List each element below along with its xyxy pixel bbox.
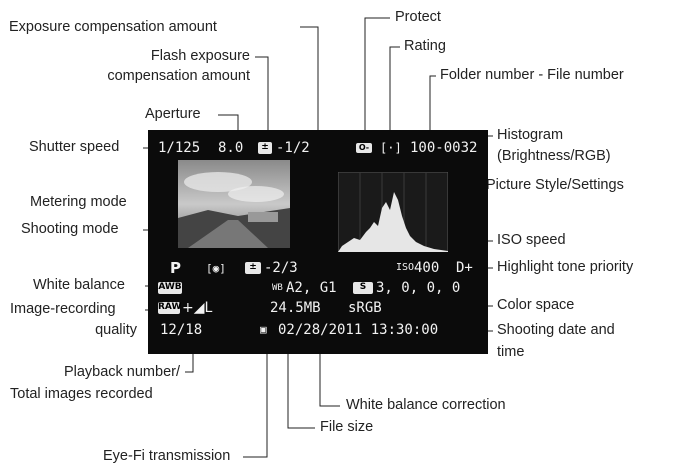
label-histogram-line1: Histogram [497, 127, 564, 143]
label-aperture: Aperture [145, 106, 201, 122]
shutter-speed-value: 1/125 [158, 140, 201, 156]
photo-thumbnail [178, 160, 290, 248]
eyefi-icon: ▣ [260, 323, 267, 336]
label-file-size: File size [320, 419, 374, 435]
label-picture-style: Picture Style/Settings [486, 177, 624, 193]
flash-comp-icon: ± [245, 262, 261, 274]
label-eyefi: Eye-Fi transmission [103, 448, 231, 464]
label-datetime-line2: time [497, 344, 525, 360]
label-quality-line2: quality [95, 322, 137, 338]
quality-value: +◢L [182, 300, 213, 316]
highlight-tone-value: D+ [456, 260, 473, 276]
playback-number: 12/18 [160, 322, 203, 338]
label-shooting-mode: Shooting mode [21, 221, 119, 237]
label-datetime-line1: Shooting date and [497, 322, 615, 338]
file-size-value: 24.5MB [270, 300, 321, 316]
aperture-value: 8.0 [218, 140, 244, 156]
shooting-datetime: 02/28/2011 13:30:00 [278, 322, 439, 338]
label-protect: Protect [395, 9, 441, 25]
label-exposure-compensation: Exposure compensation amount [9, 19, 217, 35]
label-metering-mode: Metering mode [30, 194, 127, 210]
wb-shift-prefix: WB [272, 283, 283, 293]
metering-mode-icon: [◉] [206, 262, 226, 275]
label-shutter-speed: Shutter speed [29, 139, 120, 155]
picture-style-settings: 3, 0, 0, 0 [376, 280, 461, 296]
label-histogram-line2: (Brightness/RGB) [497, 148, 611, 164]
raw-icon: RAW [158, 302, 182, 314]
label-folder-file: Folder number - File number [440, 67, 624, 83]
label-flash-comp-line1: Flash exposure [150, 48, 250, 64]
exposure-comp-value: -1/2 [276, 140, 310, 156]
iso-value: 400 [414, 260, 440, 276]
label-rating: Rating [404, 38, 446, 54]
exposure-comp-icon: ± [258, 142, 272, 154]
histogram-graph [338, 172, 448, 252]
label-flash-comp-line2: compensation amount [107, 68, 250, 84]
camera-lcd-screen: 1/125 8.0 ± -1/2 O- [·] 100-0032 [148, 130, 488, 354]
shooting-mode-value: P [170, 259, 181, 277]
label-highlight-tone: Highlight tone priority [497, 259, 634, 275]
picture-style-icon: S [353, 282, 373, 294]
label-white-balance: White balance [33, 277, 125, 293]
rating-icon: [·] [380, 141, 402, 155]
protect-icon: O- [356, 143, 372, 153]
label-wb-correction: White balance correction [346, 397, 506, 413]
awb-icon: AWB [158, 282, 182, 294]
color-space-value: sRGB [348, 300, 382, 316]
label-color-space: Color space [497, 297, 575, 313]
folder-file-number: 100-0032 [410, 140, 478, 156]
label-playback-line2: Total images recorded [10, 386, 153, 402]
iso-prefix: ISO [396, 262, 415, 273]
label-playback-line1: Playback number/ [63, 364, 180, 380]
flash-comp-value: -2/3 [264, 260, 298, 276]
label-iso-speed: ISO speed [497, 232, 566, 248]
label-quality-line1: Image-recording [10, 301, 116, 317]
wb-shift-value: A2, G1 [286, 280, 337, 296]
